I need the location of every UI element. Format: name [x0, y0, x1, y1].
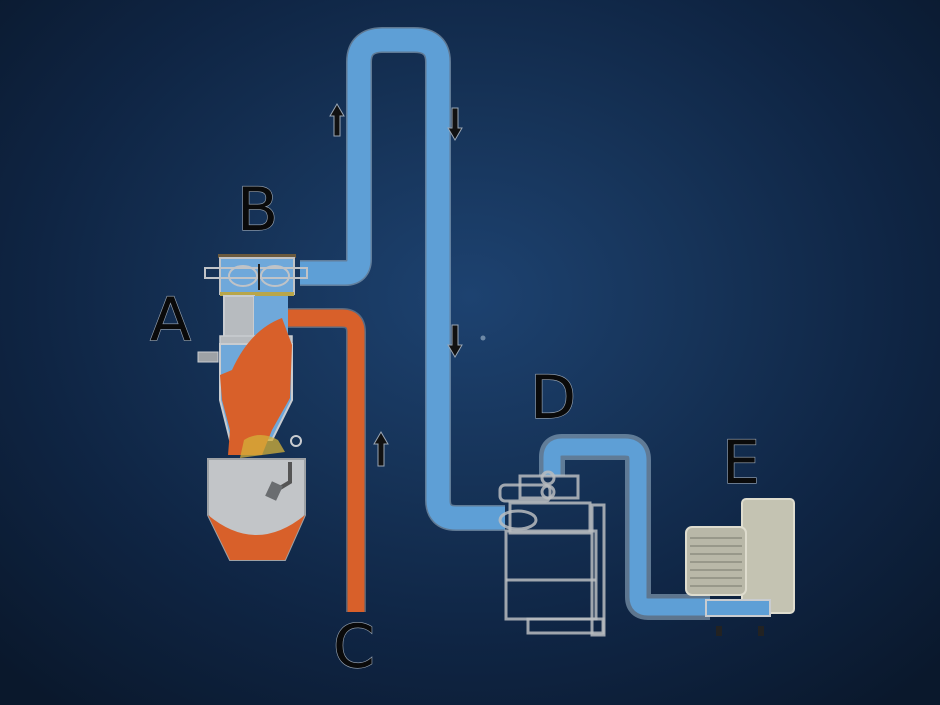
small-dot [480, 335, 486, 341]
gasket [220, 292, 294, 296]
material-fill [220, 318, 292, 455]
flow-arrows [329, 103, 463, 467]
receiver-hopper [197, 254, 308, 561]
label-d: D [530, 363, 576, 433]
label-b: B [237, 175, 278, 245]
blower-inlet [705, 599, 771, 617]
filter-unit [498, 470, 606, 637]
arrow-down-mid-icon [447, 324, 463, 358]
arrow-up-left-icon [329, 103, 345, 137]
material-line [282, 308, 366, 612]
arrow-down-top-icon [447, 107, 463, 141]
label-c: C [333, 612, 375, 682]
vacuum-blower [685, 498, 795, 636]
air-line-filter-to-blower [539, 434, 710, 620]
label-e: E [722, 428, 760, 498]
label-a: A [150, 285, 191, 355]
blower-motor [685, 526, 747, 596]
arrow-up-material-icon [373, 431, 389, 467]
filter-top-plate [218, 254, 296, 258]
air-line-receiver-to-filter [300, 27, 505, 531]
blower-housing [741, 498, 795, 614]
side-nozzle [197, 351, 219, 363]
receiver-neck [223, 295, 255, 339]
